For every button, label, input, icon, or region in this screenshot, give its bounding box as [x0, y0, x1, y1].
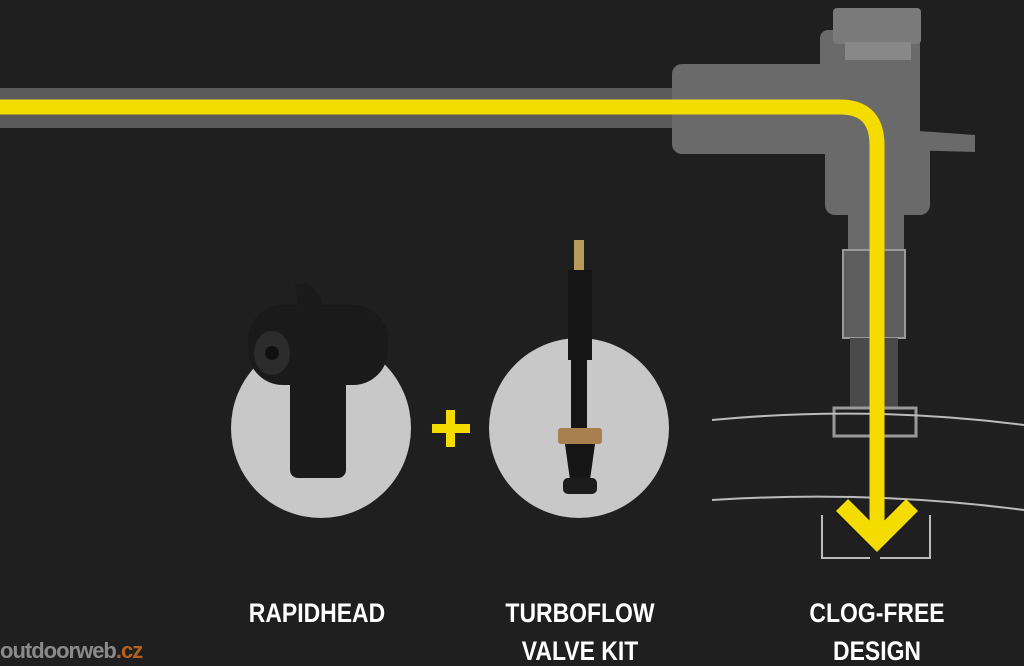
watermark-suffix: .cz	[115, 638, 143, 663]
clogfree-line1: CLOG-FREE	[809, 598, 945, 628]
airflow-path	[0, 99, 885, 540]
label-turboflow: TURBOFLOW VALVE KIT	[478, 594, 682, 666]
rim-outline	[711, 412, 1024, 559]
rapidhead-product-image	[248, 283, 388, 478]
label-clog-free: CLOG-FREE DESIGN	[778, 594, 977, 666]
pump-head	[672, 8, 975, 438]
rapidhead-text: RAPIDHEAD	[248, 598, 386, 628]
turboflow-valve-image	[558, 240, 602, 494]
watermark: outdoorweb.cz	[0, 638, 143, 664]
turboflow-line1: TURBOFLOW	[505, 598, 655, 628]
plus-icon	[432, 410, 470, 447]
watermark-main: outdoorweb	[0, 638, 117, 663]
airflow-arrowhead-icon	[835, 498, 919, 553]
turboflow-line2: VALVE KIT	[521, 636, 639, 666]
label-rapidhead: RAPIDHEAD	[218, 594, 417, 632]
clogfree-line2: DESIGN	[832, 636, 922, 666]
